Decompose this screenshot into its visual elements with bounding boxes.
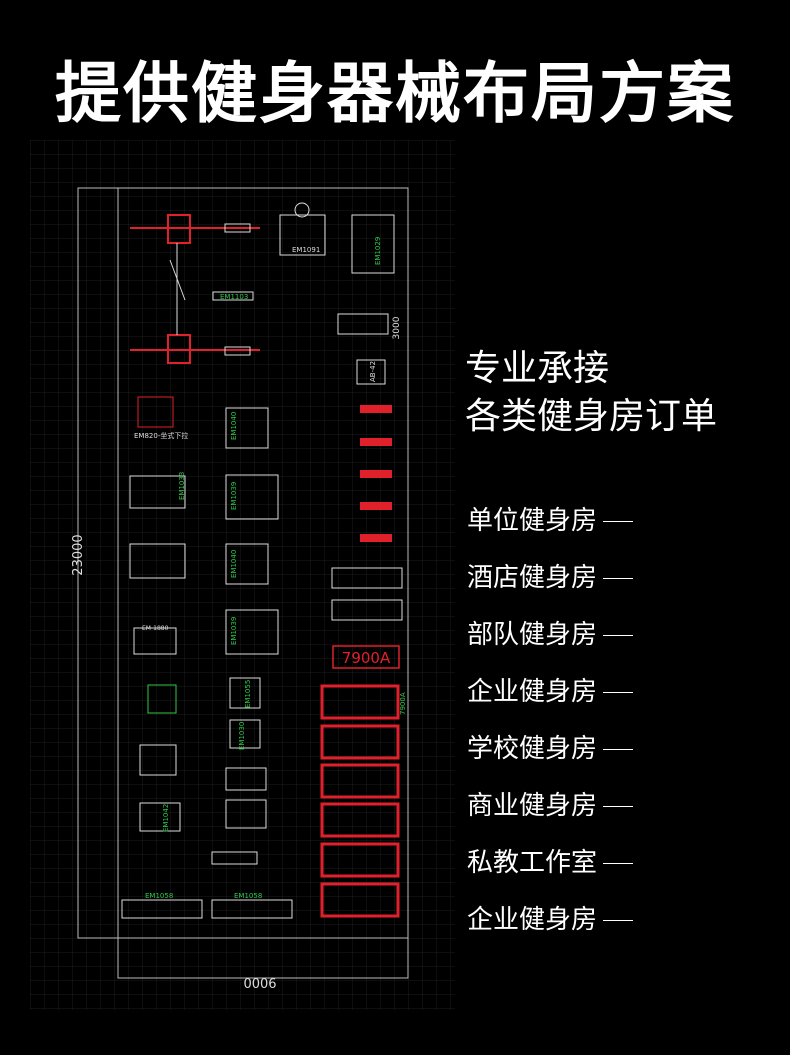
service-item: 企业健身房 (467, 899, 634, 956)
service-list: 单位健身房 酒店健身房 部队健身房 企业健身房 学校健身房 商业健身房 私教工作… (467, 500, 634, 956)
treadmill-grey-1 (331, 567, 403, 589)
machine-left-1 (129, 475, 186, 509)
svg-text:EM-1880: EM-1880 (142, 625, 169, 632)
page-title: 提供健身器械布局方案 (55, 55, 735, 132)
equipment-em1055: EM1055 (229, 677, 261, 709)
power-rack-equipment (130, 214, 260, 364)
machine-middle-8 (225, 799, 267, 829)
service-item: 学校健身房 (467, 728, 634, 785)
hero-tagline: 专业承接 各类健身房订单 (465, 345, 717, 441)
side-dimension-label: 3000 (392, 316, 402, 339)
equipment-em820: EM820-坐式下拉 (134, 396, 188, 440)
hero-line-1: 专业承接 (465, 348, 610, 389)
machine-left-2 (129, 543, 186, 579)
equipment-ab42: AB-42 (356, 359, 386, 385)
underline-decoration (603, 806, 634, 807)
svg-text:EM1040: EM1040 (230, 550, 238, 578)
equipment-em1030: EM1030 (229, 719, 261, 750)
treadmill-row (320, 684, 400, 918)
svg-text:EM820-坐式下拉: EM820-坐式下拉 (134, 431, 188, 440)
machine-left-4 (147, 684, 177, 714)
svg-text:EM1039: EM1039 (230, 482, 238, 510)
svg-text:EM1103: EM1103 (220, 293, 248, 301)
svg-text:EM1091: EM1091 (292, 246, 320, 254)
equipment-em1040-a: EM1040 (225, 407, 269, 449)
treadmill-model-label: 7900A (399, 692, 407, 715)
equipment-em1091: EM1091 (279, 202, 326, 256)
equipment-em1039-a: EM1039 (225, 474, 279, 520)
underline-decoration (603, 920, 634, 921)
service-item: 酒店健身房 (467, 557, 634, 614)
bench-bar (224, 223, 251, 233)
equipment-em1040-b: EM1040 (225, 543, 269, 585)
cad-grid-background (30, 140, 455, 1010)
svg-text:EM1029: EM1029 (374, 237, 382, 265)
underline-decoration (603, 635, 634, 636)
floor-plan-diagram: 23000 0006 3000 EM1103 EM1091 EM1029 AB-… (30, 140, 455, 1010)
svg-text:EM1058: EM1058 (145, 892, 173, 900)
room-boundary (117, 187, 409, 979)
service-item: 企业健身房 (467, 671, 634, 728)
svg-text:EM1058: EM1058 (234, 892, 262, 900)
dumbbell-rack (360, 405, 392, 542)
equipment-em1029: EM1029 (351, 214, 395, 274)
treadmill-model-tag: 7900A (332, 645, 400, 669)
svg-text:EM1055: EM1055 (244, 680, 252, 708)
treadmill-grey-2 (331, 599, 403, 621)
svg-text:AB-42: AB-42 (369, 361, 377, 382)
svg-text:7900A: 7900A (342, 649, 391, 667)
machine-middle-9 (211, 851, 258, 865)
equipment-em1039-b: EM1039 (225, 609, 279, 655)
machine-left-5 (139, 744, 177, 776)
equipment-em1880: EM-1880 (133, 625, 177, 655)
service-item: 单位健身房 (467, 500, 634, 557)
svg-text:EM1030: EM1030 (238, 722, 246, 750)
service-item: 部队健身房 (467, 614, 634, 671)
svg-text:EM1040: EM1040 (230, 412, 238, 440)
model-em1033: EM1033 (178, 472, 186, 500)
dimension-length-label: 23000 (71, 534, 86, 575)
equipment-em1058-left: EM1058 (121, 892, 203, 919)
hero-line-2: 各类健身房订单 (465, 396, 718, 437)
dimension-width-label: 0006 (243, 977, 276, 992)
underline-decoration (603, 692, 634, 693)
svg-text:EM1042: EM1042 (162, 804, 170, 832)
service-item: 私教工作室 (467, 842, 634, 899)
seated-machine (337, 313, 389, 335)
service-item: 商业健身房 (467, 785, 634, 842)
equipment-em1103: EM1103 (212, 291, 254, 301)
bench-bar (224, 346, 251, 356)
machine-middle-7 (225, 767, 267, 791)
underline-decoration (603, 863, 634, 864)
svg-text:EM1039: EM1039 (230, 617, 238, 645)
underline-decoration (603, 521, 634, 522)
equipment-em1058-right: EM1058 (211, 892, 293, 919)
underline-decoration (603, 578, 634, 579)
equipment-em1042: EM1042 (139, 802, 181, 832)
underline-decoration (603, 749, 634, 750)
